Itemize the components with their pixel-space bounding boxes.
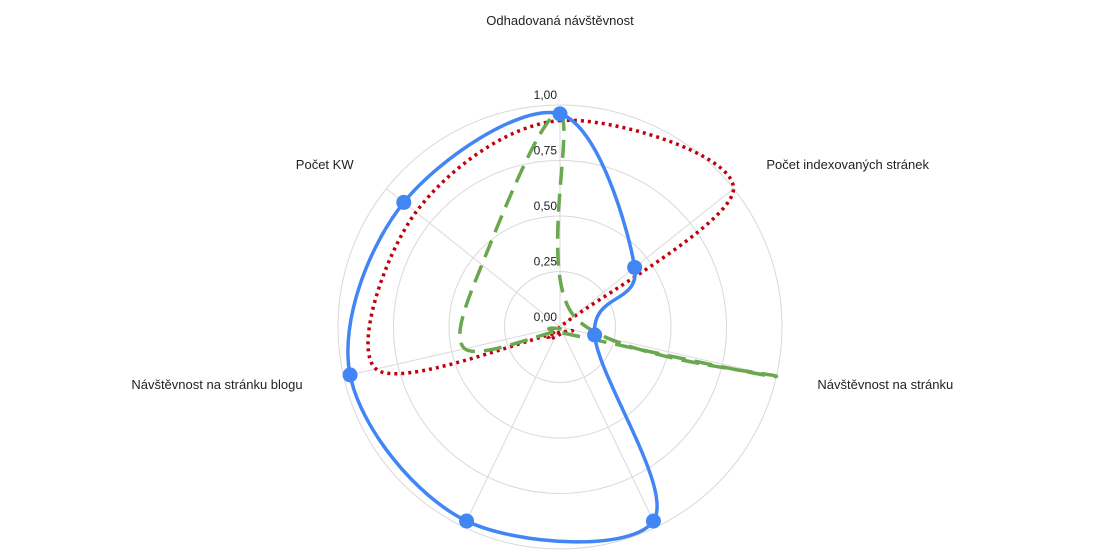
grid-layer [337, 104, 783, 550]
axis-spoke-1 [559, 188, 734, 328]
tick-label-3: 0,75 [534, 144, 558, 158]
series-line-2 [458, 112, 779, 379]
axis-label-5: Návštěvnost na stránku blogu [131, 377, 302, 392]
series-0-point-6 [396, 194, 412, 210]
axis-label-2: Návštěvnost na stránku [817, 377, 953, 392]
series-0-point-5 [342, 367, 358, 383]
tick-label-0: 0,00 [534, 310, 558, 324]
axis-label-1: Počet indexovaných stránek [766, 157, 929, 172]
axis-label-6: Počet KW [296, 157, 355, 172]
series-line-0 [346, 110, 659, 544]
series-0-point-0 [552, 106, 568, 122]
tick-label-4: 1,00 [534, 88, 558, 102]
axis-label-0: Odhadovaná návštěvnost [486, 13, 634, 28]
series-0-point-4 [459, 513, 475, 529]
tick-labels: 0,00 0,25 0,50 0,75 1,00 [534, 88, 558, 324]
tick-label-1: 0,25 [534, 255, 558, 269]
axis-spoke-5 [343, 326, 561, 377]
series-0-point-3 [645, 513, 661, 529]
series-0-point-1 [627, 259, 643, 275]
series-0-point-2 [587, 327, 603, 343]
series-layer [342, 106, 779, 544]
series-line-1 [366, 118, 736, 376]
axis-spoke-3 [559, 326, 657, 528]
axis-spoke-4 [463, 326, 561, 528]
tick-label-2: 0,50 [534, 199, 558, 213]
